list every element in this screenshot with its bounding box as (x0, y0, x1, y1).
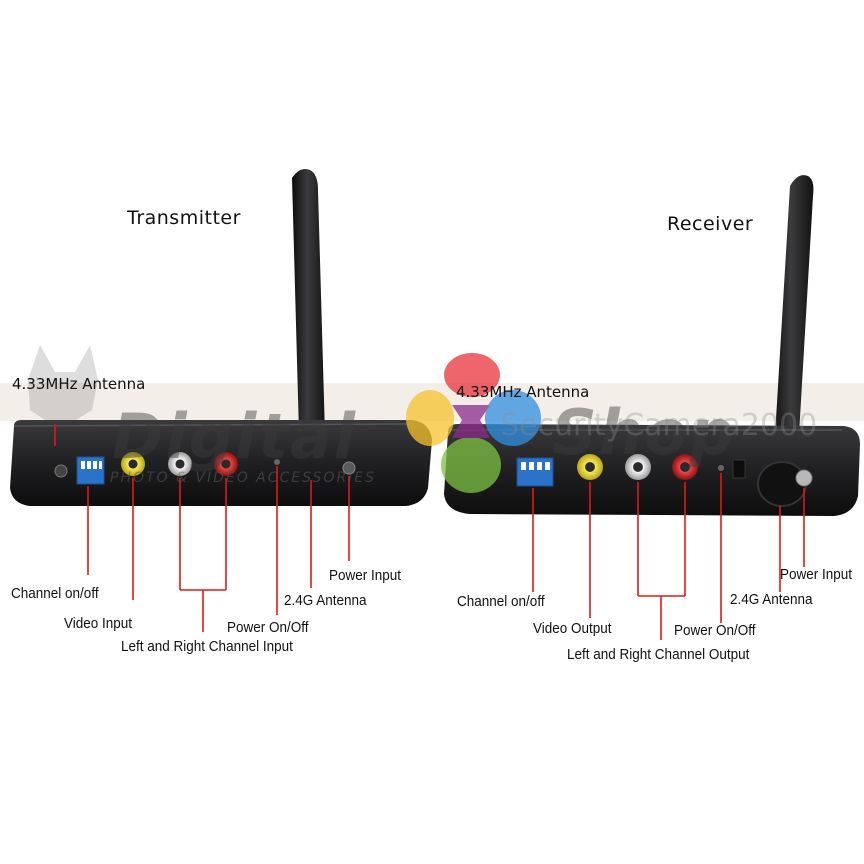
transmitter-antenna-433-label: 4.33MHz Antenna (12, 375, 146, 393)
transmitter-device (10, 169, 432, 632)
transmitter-rca-yellow (121, 452, 145, 476)
transmitter-rca-red (214, 452, 238, 476)
receiver-channel-label: Channel on/off (457, 593, 545, 610)
receiver-heading: Receiver (667, 213, 754, 235)
transmitter-channel-label: Channel on/off (11, 585, 99, 602)
receiver-video-label: Video Output (533, 620, 612, 637)
receiver-rca-red (672, 454, 698, 480)
transmitter-antenna (292, 169, 326, 470)
receiver-body (444, 424, 860, 516)
receiver-device (444, 175, 860, 640)
receiver-antenna (772, 175, 814, 486)
transmitter-video-label: Video Input (64, 615, 133, 632)
transmitter-power-switch-label: Power On/Off (227, 619, 309, 636)
transmitter-rca-white (168, 452, 192, 476)
transmitter-small-jack (54, 464, 68, 478)
receiver-antenna-433-label: 4.33MHz Antenna (456, 383, 590, 401)
transmitter-power-switch (274, 459, 280, 465)
receiver-rca-white (625, 454, 651, 480)
transmitter-power-input-label: Power Input (329, 567, 402, 584)
watermark-wolf (28, 345, 98, 430)
transmitter-heading: Transmitter (127, 207, 241, 229)
receiver-rca-yellow (577, 454, 603, 480)
receiver-power-switch (718, 465, 724, 471)
receiver-antenna-24-label: 2.4G Antenna (730, 591, 813, 608)
receiver-power-input (795, 469, 813, 487)
receiver-power-switch-label: Power On/Off (674, 622, 756, 639)
receiver-lr-label: Left and Right Channel Output (567, 646, 750, 663)
transmitter-lr-label: Left and Right Channel Input (121, 638, 293, 655)
transmitter-antenna-24-label: 2.4G Antenna (284, 592, 367, 609)
receiver-power-input-label: Power Input (780, 566, 853, 583)
watermark-logo (406, 353, 541, 493)
transmitter-power-input (342, 461, 356, 475)
